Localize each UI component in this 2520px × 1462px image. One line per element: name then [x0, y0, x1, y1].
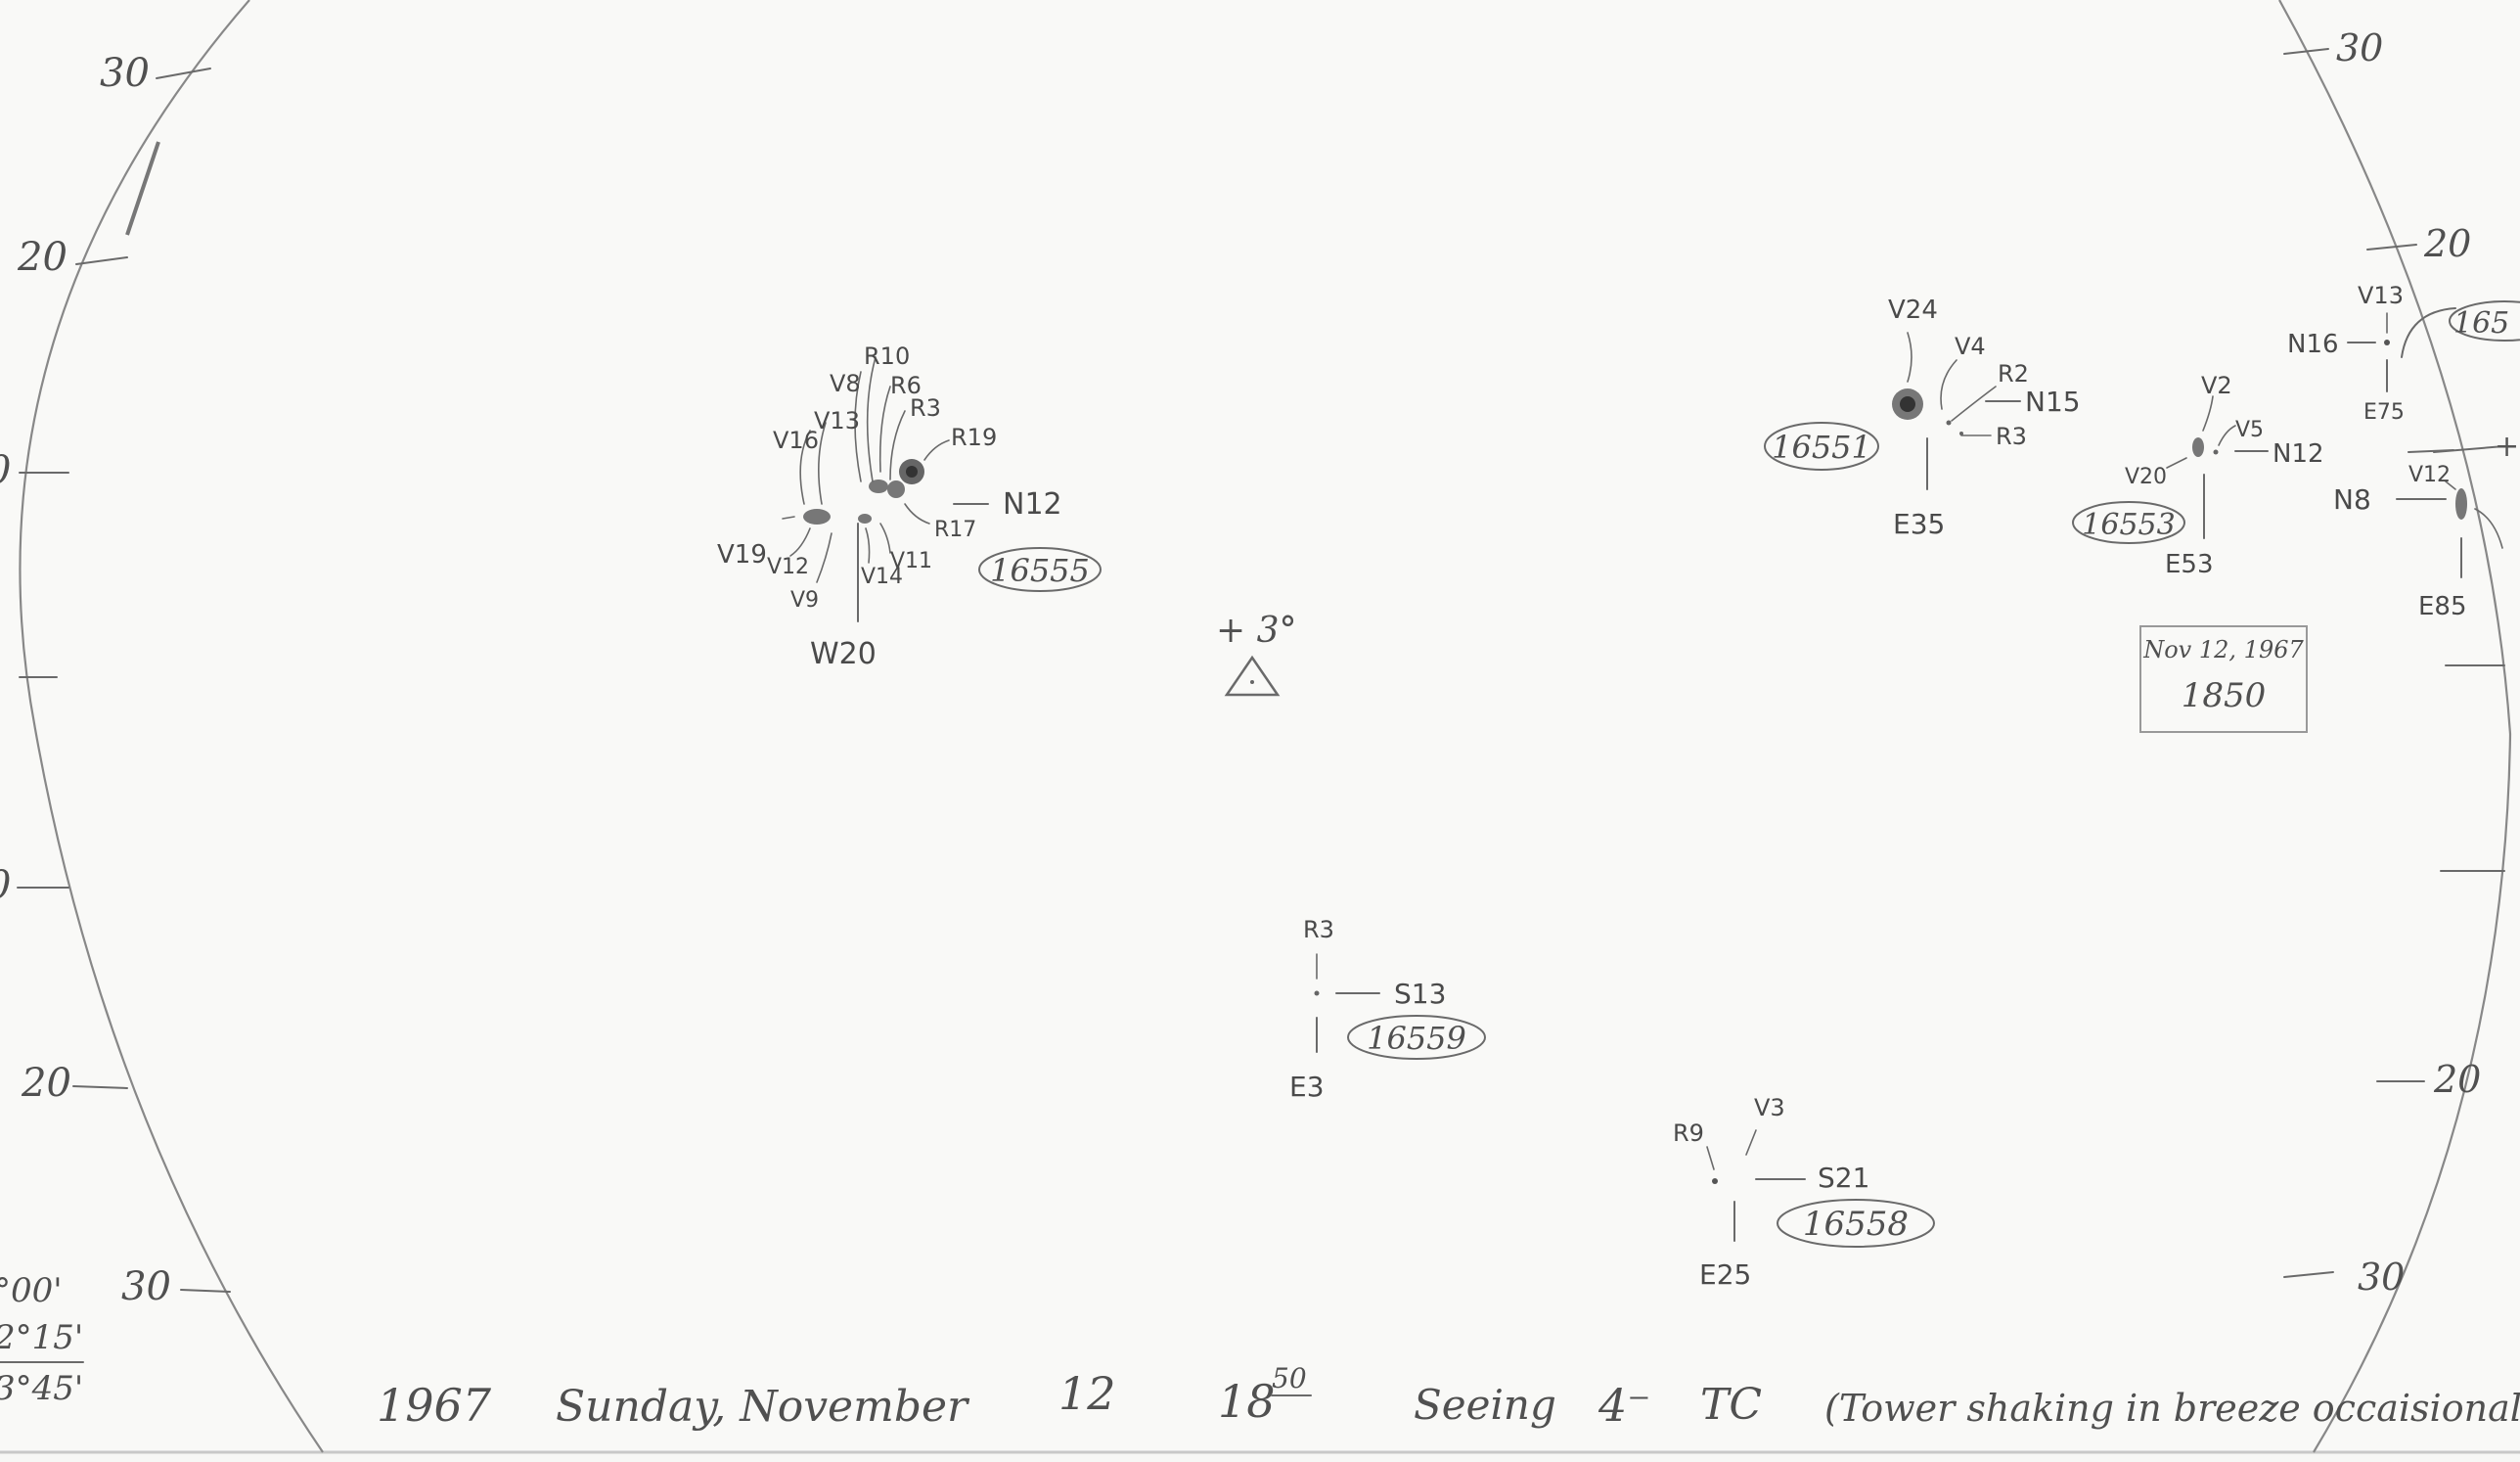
left-tick-0-a: 0 [0, 448, 11, 493]
right-tick-20-bottom: 20 [2433, 1058, 2481, 1101]
region-number: 16553 [2082, 508, 2175, 542]
region-number-oval [2072, 501, 2185, 544]
region-16555: V16 V13 V8 R10 R6 R3 R19 V19 V12 V9 V14 … [717, 343, 1102, 671]
left-tick-0-b: 0 [0, 863, 11, 908]
axis-label-s: S21 [1818, 1162, 1869, 1194]
spot-label: V2 [2201, 372, 2232, 399]
solar-limb-left [19, 0, 324, 1453]
spot-label: V8 [830, 370, 861, 397]
date-stamp: Nov 12, 1967 1850 [2139, 625, 2308, 733]
axis-label-n: N16 [2287, 330, 2339, 359]
region-number: 16555 [990, 552, 1090, 589]
axis-label-e: E25 [1699, 1258, 1751, 1291]
spot-label: V3 [1754, 1094, 1785, 1121]
spot-label: R2 [1998, 360, 2029, 388]
footer-hour: 18 [1218, 1375, 1276, 1428]
region-number: 165 [2453, 306, 2509, 341]
spot-label: V11 [890, 549, 932, 573]
region-number: 16559 [1367, 1020, 1466, 1057]
spot-label: R3 [910, 394, 941, 422]
axis-label-s: S13 [1394, 978, 1446, 1010]
footer-note: (Tower shaking in breeze occaisionally) [1824, 1387, 2520, 1430]
footer-seeing: Seeing [1414, 1381, 1556, 1429]
spot-label: R19 [951, 424, 997, 451]
region-16551: V24 V4 R2 R3 N15 E35 16551 [1764, 296, 2081, 540]
axis-label-e: E35 [1893, 508, 1945, 540]
left-tick-20-bottom: 20 [21, 1061, 71, 1106]
region-number: 16558 [1803, 1205, 1909, 1244]
left-tick-30-bottom: 30 [121, 1264, 171, 1309]
left-latitude-scale: 30 20 0 0 20 30 [0, 51, 231, 1309]
left-coordinate-notes: °00' 2°15' 3°45' [0, 1271, 84, 1408]
center-triangle-icon [1224, 655, 1281, 697]
stamp-date: Nov 12, 1967 [2142, 636, 2304, 663]
axis-label-n: N12 [2272, 439, 2324, 469]
region-edge-upper: V13 N16 E75 165 [2287, 282, 2520, 425]
spot-label: V5 [2235, 418, 2264, 442]
spot-label: V4 [1955, 333, 1986, 360]
coord-line-2: 2°15' [0, 1318, 83, 1357]
spot-label: R3 [1303, 916, 1334, 943]
right-latitude-scale: 30 20 20 30 [2283, 26, 2505, 1299]
axis-label-n: N12 [1003, 487, 1062, 522]
region-number-oval [978, 547, 1102, 592]
left-tick-20-top: 20 [17, 235, 68, 280]
footer-year: 1967 [377, 1379, 492, 1432]
footer-tc: TC [1700, 1380, 1762, 1430]
region-number-oval [2449, 300, 2520, 342]
spot-label: R9 [1673, 1119, 1704, 1147]
coord-line-1: °00' [0, 1271, 63, 1310]
observation-footer: 1967 Sunday, November 12 18 50 Seeing 4⁻… [377, 1362, 2520, 1432]
spot-label: V13 [814, 407, 860, 434]
right-tick-20-top: 20 [2423, 222, 2471, 265]
spot-label: R6 [890, 372, 922, 399]
spot-label: V12 [2408, 463, 2451, 487]
spot-label: V16 [773, 427, 819, 454]
spot-label: R10 [864, 343, 910, 370]
region-16559: R3 S13 E3 16559 [1289, 916, 1486, 1103]
spot-label: V19 [717, 540, 767, 570]
spot-label: R3 [1996, 423, 2027, 450]
axis-label-n: N15 [2025, 386, 2081, 418]
region-number-oval [1764, 422, 1879, 471]
footer-daynum: 12 [1058, 1367, 1116, 1420]
axis-label-e: E75 [2363, 400, 2405, 425]
region-edge-lower: V12 N8 E85 + [2333, 430, 2519, 621]
spot-label: V13 [2358, 282, 2404, 309]
spot-label: R17 [934, 518, 976, 542]
region-16553: V2 V5 V20 N12 E53 16553 [2072, 372, 2324, 579]
spot-label: V12 [767, 555, 809, 579]
axis-label-e: E3 [1289, 1071, 1325, 1103]
region-number: 16551 [1772, 429, 1871, 466]
footer-minute: 50 [1272, 1362, 1307, 1394]
right-tick-30-top: 30 [2336, 26, 2383, 69]
axis-label-e: E53 [2165, 550, 2214, 579]
svg-text:+: + [2495, 430, 2519, 464]
axis-label-e: E85 [2418, 592, 2467, 621]
left-tick-30-top: 30 [100, 51, 150, 96]
region-16558: R9 V3 S21 E25 16558 [1673, 1094, 1935, 1291]
solar-limb-right [2278, 0, 2512, 1453]
center-label: + 3° [1216, 611, 1297, 651]
coord-line-3: 3°45' [0, 1369, 83, 1408]
region-number-oval [1777, 1199, 1935, 1248]
axis-label-w: W20 [810, 637, 877, 671]
disk-center-marker: + 3° [1216, 611, 1297, 697]
region-number-oval [1347, 1015, 1486, 1060]
footer-seeing-value: 4⁻ [1598, 1379, 1651, 1432]
footer-day: Sunday, November [556, 1382, 970, 1432]
spot-label: V14 [861, 565, 903, 589]
axis-label-n: N8 [2333, 483, 2371, 516]
spot-label: V9 [790, 588, 819, 613]
stamp-time: 1850 [2182, 676, 2267, 715]
spot-label: V24 [1888, 296, 1938, 325]
right-tick-30-bottom: 30 [2358, 1256, 2405, 1299]
spot-label: V20 [2125, 465, 2167, 489]
